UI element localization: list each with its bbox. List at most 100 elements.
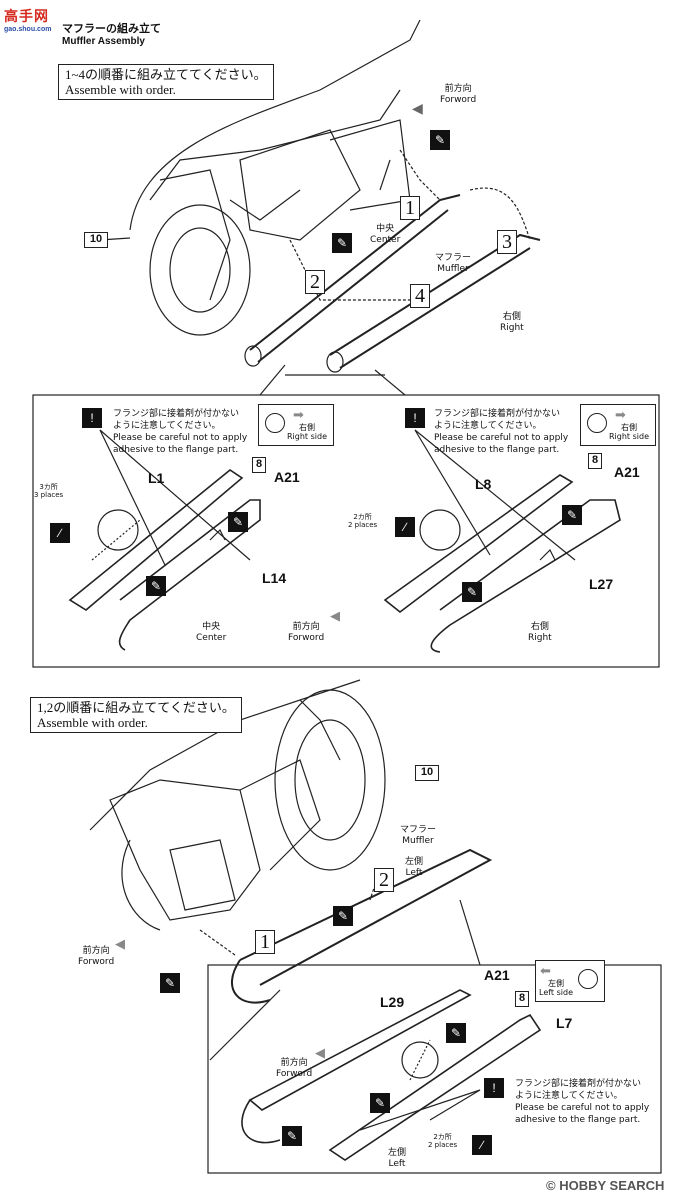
part-label: A21 (484, 967, 510, 983)
caution-jp-1: フランジ部に接着剤が付かない (515, 1079, 642, 1089)
forward-arrow-icon: ◀ (330, 608, 340, 623)
ref-part-badge: 10 (415, 765, 439, 781)
left-jp: 左側 (405, 857, 424, 867)
step-number: 1 (400, 196, 420, 220)
muffler-label: マフラー Muffler (400, 825, 436, 847)
caution-en-1: Please be careful not to apply (515, 1103, 650, 1113)
step-number: 1 (255, 930, 275, 954)
top-instruction-jp: 1~4の順番に組み立ててください。 (65, 67, 267, 82)
muffler-jp: マフラー (400, 825, 437, 835)
caution-jp-2: ように注意してください。 (434, 421, 542, 431)
glue-icon: ✎ (282, 1126, 302, 1146)
section-title-en: Muffler Assembly (62, 36, 145, 47)
places-label: 3カ所 3 places (34, 483, 63, 499)
caution-jp-1: フランジ部に接着剤が付かない (434, 409, 561, 419)
part-circle-icon (587, 413, 607, 433)
caution-jp-2: ように注意してください。 (515, 1091, 623, 1101)
part-circle-icon (578, 969, 598, 989)
forward-jp: 前方向 (292, 622, 320, 632)
caution-text-right: フランジ部に接着剤が付かない ように注意してください。 Please be ca… (434, 408, 568, 456)
right-en: Right (500, 323, 524, 333)
muffler-en: Muffler (437, 264, 469, 274)
center-jp: 中央 (202, 622, 221, 632)
part-number-badge: 8 (252, 457, 266, 473)
part-label: L27 (589, 576, 614, 592)
part-label: L8 (475, 476, 492, 492)
places-label: 2カ所 2 places (428, 1133, 457, 1149)
caution-text-bottom: フランジ部に接着剤が付かない ように注意してください。 Please be ca… (515, 1078, 649, 1126)
side-direction-box: ➡ 右側 Right side (580, 404, 656, 446)
side-direction-box: ➡ 右側 Right side (258, 404, 334, 446)
right-label: 右側 Right (528, 622, 552, 644)
forward-jp: 前方向 (82, 946, 110, 956)
right-jp: 右側 (502, 312, 521, 322)
top-instruction: 1~4の順番に組み立ててください。 Assemble with order. (58, 64, 274, 100)
side-jp: 左側 (547, 979, 564, 988)
left-en: Left (388, 1159, 406, 1169)
step-number: 4 (410, 284, 430, 308)
top-instruction-en: Assemble with order. (65, 82, 176, 97)
glue-icon: ✎ (332, 233, 352, 253)
glue-icon: ✎ (333, 906, 353, 926)
forward-arrow-icon: ◀ (315, 1045, 325, 1060)
site-logo: 高手网 gao.shou.com (4, 6, 60, 42)
left-label: 左側 Left (405, 857, 423, 879)
bottom-instruction-en: Assemble with order. (37, 715, 148, 730)
side-en: Right side (287, 432, 327, 441)
glue-icon: ✎ (430, 130, 450, 150)
watermark-text: HOBBY SEARCH (559, 1178, 665, 1193)
muffler-label: マフラー Muffler (435, 253, 471, 275)
top-forward-jp: 前方向 (444, 84, 472, 94)
part-label: L1 (148, 470, 165, 486)
forward-label: 前方向 Forword (276, 1058, 312, 1080)
caution-en-2: adhesive to the flange part. (434, 445, 560, 455)
side-en: Right side (609, 432, 649, 441)
caution-text-left: フランジ部に接着剤が付かない ように注意してください。 Please be ca… (113, 408, 247, 456)
glue-brush-icon: ∕ (50, 523, 70, 543)
side-label: 左側 Left side (539, 979, 573, 997)
glue-icon: ✎ (146, 576, 166, 596)
step-number: 2 (374, 868, 394, 892)
places-jp: 3カ所 (39, 483, 58, 491)
side-label: 右側 Right side (287, 423, 327, 441)
caution-jp-2: ように注意してください。 (113, 421, 221, 431)
muffler-en: Muffler (402, 836, 434, 846)
caution-icon: ! (405, 408, 425, 428)
side-direction-box: ⬅ 左側 Left side (535, 960, 605, 1002)
places-jp: 2カ所 (433, 1133, 452, 1141)
caution-icon: ! (484, 1078, 504, 1098)
places-en: 2 places (428, 1141, 458, 1149)
step-number: 3 (497, 230, 517, 254)
watermark: © HOBBY SEARCH (546, 1178, 664, 1193)
forward-label: 前方向 Forword (288, 622, 324, 644)
logo-text: 高手网 (4, 9, 49, 25)
caution-icon: ! (82, 408, 102, 428)
glue-icon: ✎ (446, 1023, 466, 1043)
center-en: Center (196, 633, 227, 643)
forward-jp: 前方向 (280, 1058, 308, 1068)
arrow-right-icon: ➡ (615, 407, 626, 422)
part-circle-icon (265, 413, 285, 433)
center-en: Center (370, 235, 401, 245)
glue-icon: ✎ (160, 973, 180, 993)
side-jp: 右側 (621, 423, 637, 432)
right-label: 右側 Right (500, 312, 524, 334)
caution-en-1: Please be careful not to apply (434, 433, 569, 443)
forward-label: 前方向 Forword (78, 946, 114, 968)
part-label: A21 (614, 464, 640, 480)
glue-icon: ✎ (370, 1093, 390, 1113)
part-number-badge: 8 (588, 453, 602, 469)
glue-icon: ✎ (462, 582, 482, 602)
top-forward-label: 前方向 Forword (440, 84, 476, 106)
right-en: Right (528, 633, 552, 643)
forward-en: Forword (288, 633, 325, 643)
section-title-jp: マフラーの組み立て (62, 22, 161, 35)
forward-en: Forword (78, 957, 115, 967)
arrow-left-icon: ⬅ (540, 963, 551, 978)
glue-icon: ✎ (562, 505, 582, 525)
bottom-instruction-jp: 1,2の順番に組み立ててください。 (37, 700, 235, 715)
left-jp: 左側 (388, 1148, 407, 1158)
caution-en-2: adhesive to the flange part. (515, 1115, 641, 1125)
glue-brush-icon: ∕ (395, 517, 415, 537)
